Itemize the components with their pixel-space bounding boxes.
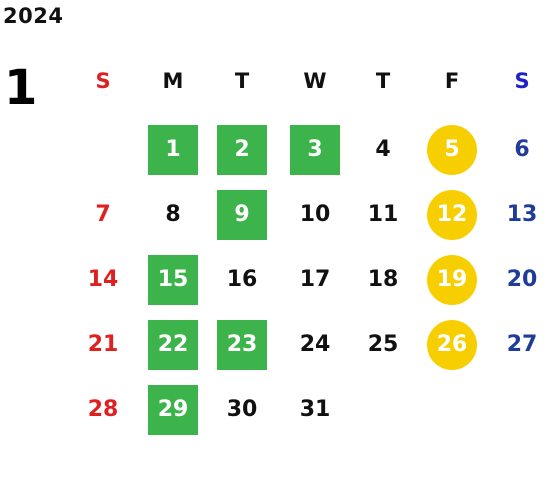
calendar-day-3[interactable]: 3 bbox=[290, 125, 340, 175]
calendar-day-25[interactable]: 25 bbox=[367, 332, 399, 357]
calendar-day-10[interactable]: 10 bbox=[299, 202, 331, 227]
calendar-day-22[interactable]: 22 bbox=[148, 320, 198, 370]
calendar-month: 1 bbox=[4, 60, 38, 116]
calendar-day-13[interactable]: 13 bbox=[506, 202, 538, 227]
calendar-day-4[interactable]: 4 bbox=[375, 137, 391, 162]
calendar-day-5[interactable]: 5 bbox=[427, 125, 477, 175]
weekday-label-sun: S bbox=[95, 69, 111, 93]
calendar-day-12[interactable]: 12 bbox=[427, 190, 477, 240]
calendar-day-26[interactable]: 26 bbox=[427, 320, 477, 370]
weekday-label-mon: M bbox=[162, 69, 184, 93]
calendar-day-9[interactable]: 9 bbox=[217, 190, 267, 240]
calendar-day-18[interactable]: 18 bbox=[367, 267, 399, 292]
calendar-day-27[interactable]: 27 bbox=[506, 332, 538, 357]
calendar-year: 2024 bbox=[3, 4, 64, 28]
weekday-label-sat: S bbox=[514, 69, 530, 93]
weekday-label-wed: W bbox=[303, 69, 327, 93]
calendar-day-29[interactable]: 29 bbox=[148, 385, 198, 435]
calendar-day-30[interactable]: 30 bbox=[226, 397, 258, 422]
calendar-day-7[interactable]: 7 bbox=[95, 202, 111, 227]
weekday-label-tue: T bbox=[234, 69, 250, 93]
calendar-day-28[interactable]: 28 bbox=[87, 397, 119, 422]
calendar-day-1[interactable]: 1 bbox=[148, 125, 198, 175]
calendar-day-2[interactable]: 2 bbox=[217, 125, 267, 175]
calendar-day-15[interactable]: 15 bbox=[148, 255, 198, 305]
calendar-day-19[interactable]: 19 bbox=[427, 255, 477, 305]
calendar-day-17[interactable]: 17 bbox=[299, 267, 331, 292]
calendar-day-23[interactable]: 23 bbox=[217, 320, 267, 370]
calendar-day-24[interactable]: 24 bbox=[299, 332, 331, 357]
calendar-day-31[interactable]: 31 bbox=[299, 397, 331, 422]
weekday-label-fri: F bbox=[444, 69, 460, 93]
weekday-label-thu: T bbox=[375, 69, 391, 93]
calendar-day-8[interactable]: 8 bbox=[165, 202, 181, 227]
calendar-day-16[interactable]: 16 bbox=[226, 267, 258, 292]
calendar-day-20[interactable]: 20 bbox=[506, 267, 538, 292]
calendar-day-21[interactable]: 21 bbox=[87, 332, 119, 357]
calendar-day-11[interactable]: 11 bbox=[367, 202, 399, 227]
calendar-day-14[interactable]: 14 bbox=[87, 267, 119, 292]
calendar-day-6[interactable]: 6 bbox=[514, 137, 530, 162]
